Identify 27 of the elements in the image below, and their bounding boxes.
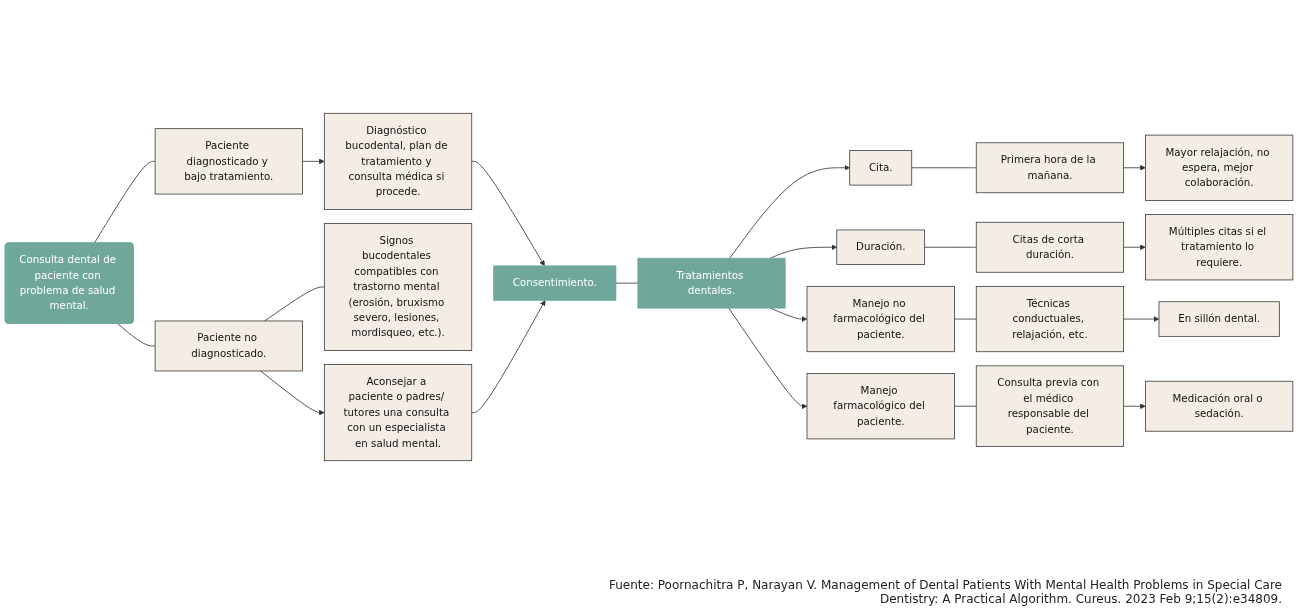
node-box: Consulta previa con el médico responsable del paciente. xyxy=(975,365,1125,447)
node-box: Paciente diagnosticado y bajo tratamiento. xyxy=(154,128,303,195)
node-box: Múltiples citas si el tratamiento lo requiere. xyxy=(1145,214,1294,281)
node-box: Técnicas conductuales, relajación, etc. xyxy=(975,285,1125,353)
connector xyxy=(954,405,977,407)
node-box: Duración. xyxy=(836,229,926,265)
node-box: Mayor relajación, no espera, mejor colaboración. xyxy=(1145,134,1294,201)
connector xyxy=(924,246,977,248)
connector xyxy=(264,286,325,322)
caption: Fuente: Poornachitra P, Narayan V. Management of Dental Patients With Mental Health Problems in Special Care Dentistry: A Practical Algorithm. Cureus. 2023 Feb 9;15(2):e34809. xyxy=(607,577,1283,608)
node-box: Consentimiento. xyxy=(493,265,617,301)
node-box: Diagnóstico bucodental, plan de tratamiento y consulta médica si procede. xyxy=(323,112,473,210)
node-box: Signos bucodentales compatibles con trastorno mental (erosión, bruxismo severo, lesiones, mordisqueo, etc.). xyxy=(323,223,473,351)
node-box: Paciente no diagnosticado. xyxy=(154,320,303,372)
node-box: Tratamientos dentales. xyxy=(637,257,786,309)
node-box: Aconsejar a paciente o padres/ tutores una consulta con un especialista en salud mental. xyxy=(323,364,473,462)
node-box: Manejo farmacológico del paciente. xyxy=(806,373,955,440)
node-box: Primera hora de la mañana. xyxy=(975,142,1125,194)
node-box: Cita. xyxy=(849,150,913,186)
node-box: Medicación oral o sedación. xyxy=(1145,380,1294,432)
connector xyxy=(911,167,977,169)
connector xyxy=(94,160,156,244)
node-box: Manejo no farmacológico del paciente. xyxy=(806,285,955,353)
connector xyxy=(954,318,977,320)
node-box: Citas de corta duración. xyxy=(975,221,1125,273)
connector xyxy=(117,323,156,347)
node-box: En sillón dental. xyxy=(1158,301,1280,337)
